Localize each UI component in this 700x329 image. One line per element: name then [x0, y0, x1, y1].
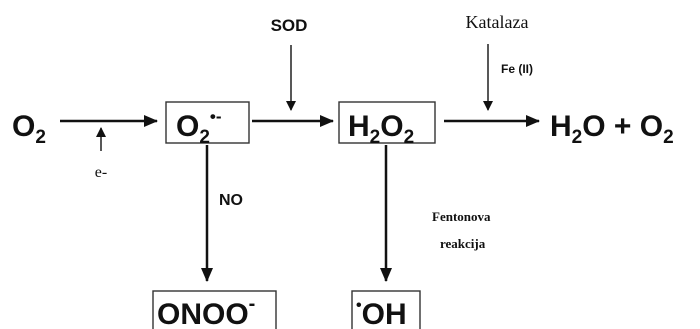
nitric-oxide-label: NO — [219, 192, 243, 209]
hydroxyl-radical: •OH — [356, 297, 407, 329]
oxygen-molecule: O2 — [12, 110, 46, 148]
peroxynitrite: ONOO- — [157, 293, 255, 329]
superoxide-box — [165, 101, 250, 144]
catalase-label: Katalaza — [466, 12, 529, 32]
electron-label: e- — [95, 164, 107, 181]
iron-label: Fe (II) — [501, 62, 533, 76]
hydroxyl-box — [351, 290, 421, 329]
peroxynitrite-box — [152, 290, 277, 329]
water-plus-oxygen-products: H2O + O2 — [550, 110, 674, 148]
fenton-reaction-label-line1: Fentonova — [432, 209, 491, 224]
fenton-reaction-label-line2: reakcija — [440, 236, 486, 251]
sod-label: SOD — [271, 16, 308, 35]
superoxide-radical: O2•- — [176, 107, 222, 148]
hydrogen-peroxide: H2O2 — [348, 110, 414, 148]
peroxide-box — [338, 101, 436, 144]
